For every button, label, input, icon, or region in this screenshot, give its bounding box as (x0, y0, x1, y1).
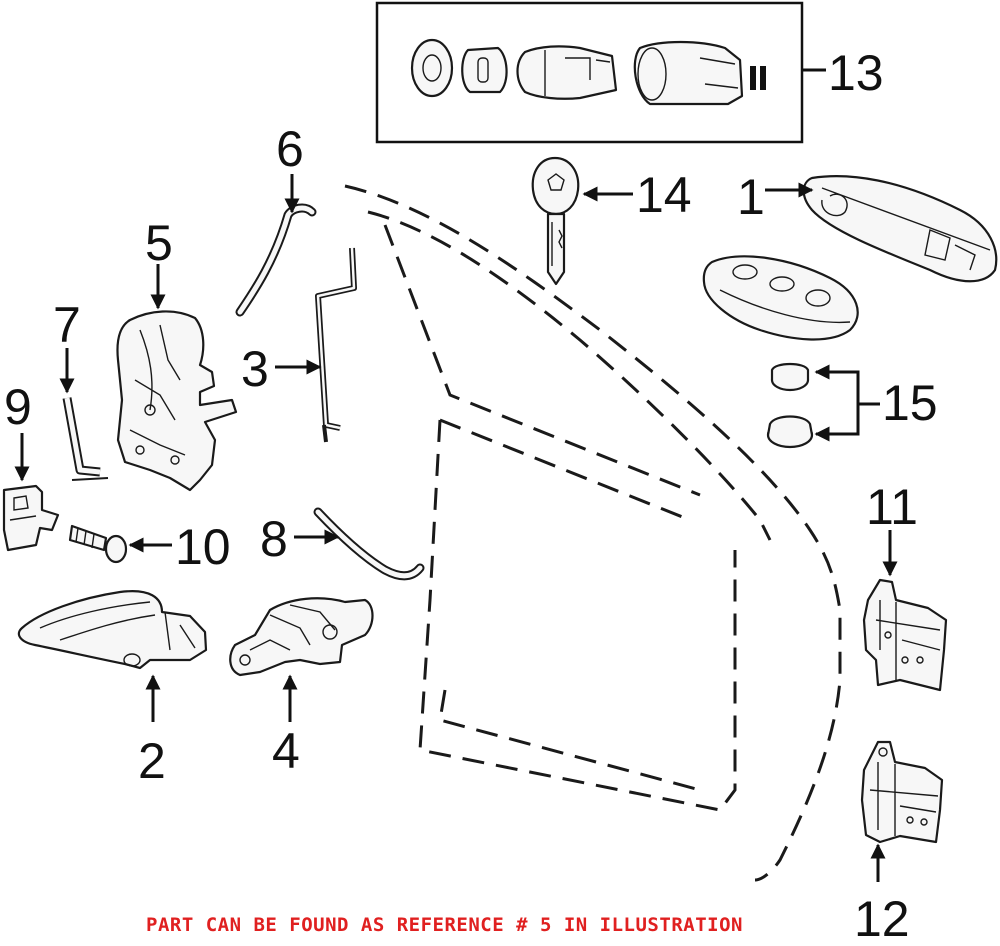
callout-15: 15 (882, 375, 938, 431)
callout-labels: 1 2 3 4 5 6 7 8 9 10 11 12 13 14 15 (4, 45, 938, 946)
part-5-latch-actuator (116, 310, 238, 492)
part-10-screw (68, 524, 128, 564)
callout-8: 8 (260, 511, 288, 567)
door-outline (344, 184, 842, 882)
part-9-clip (2, 484, 60, 552)
part-11-bracket (862, 578, 948, 692)
part-8-rod (313, 507, 425, 581)
callout-7: 7 (53, 297, 81, 353)
callout-4: 4 (272, 723, 300, 779)
callout-3: 3 (241, 341, 269, 397)
callout-12: 12 (854, 891, 910, 946)
part-4-inside-handle (229, 597, 374, 677)
callout-10: 10 (175, 519, 231, 575)
part-1-key-fob (802, 175, 998, 283)
callout-11: 11 (866, 479, 918, 535)
part-2-outside-handle (17, 590, 208, 670)
callout-13: 13 (828, 45, 884, 101)
fob-rubber-keypad (702, 255, 859, 341)
part-13-lock-cylinder-kit (375, 1, 804, 144)
part-15-plugs (766, 362, 814, 449)
part-12-bracket (860, 740, 944, 844)
callout-2: 2 (138, 733, 166, 789)
callout-6: 6 (276, 121, 304, 177)
part-14-key (531, 156, 580, 286)
callout-9: 9 (4, 379, 32, 435)
part-6-rod (235, 203, 317, 317)
callout-5: 5 (145, 215, 173, 271)
part-3-rod (315, 247, 357, 443)
leader-lines (14, 68, 898, 882)
callout-14: 14 (636, 167, 692, 223)
part-7-rod (62, 397, 109, 481)
footer-note: PART CAN BE FOUND AS REFERENCE # 5 IN IL… (146, 914, 743, 936)
callout-1: 1 (737, 169, 765, 225)
